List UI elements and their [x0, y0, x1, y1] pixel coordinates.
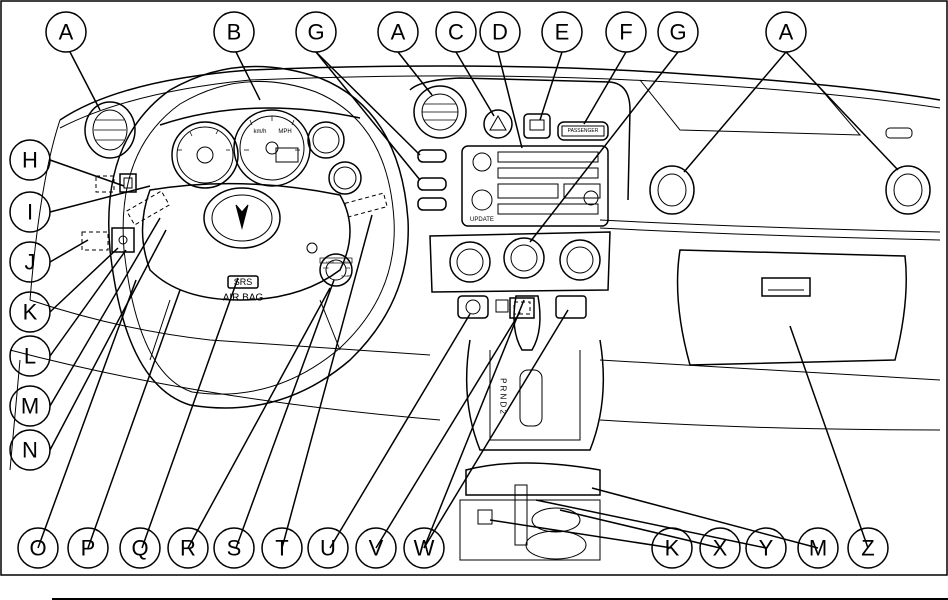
climate-controls	[429, 231, 611, 293]
hazard-switch	[483, 109, 513, 139]
radio-unit: UPDATE	[461, 145, 609, 227]
steering-wheel: SRS AIR BAG	[108, 65, 409, 409]
svg-text:K: K	[665, 536, 680, 561]
left-dash-switches	[81, 173, 137, 253]
callout-K-left: K	[9, 291, 51, 333]
svg-text:E: E	[555, 20, 570, 45]
svg-text:F: F	[619, 20, 632, 45]
callout-G-right: G	[657, 11, 699, 53]
callout-R: R	[167, 527, 209, 569]
callout-G-left: G	[295, 11, 337, 53]
center-console	[459, 462, 601, 561]
callout-N: N	[9, 429, 51, 471]
svg-text:N: N	[22, 438, 38, 463]
gear-shifter: P R N D 2	[465, 295, 605, 451]
svg-text:START: START	[341, 274, 351, 278]
svg-text:LOCK: LOCK	[326, 260, 334, 264]
callout-V: V	[355, 527, 397, 569]
glovebox	[676, 249, 907, 366]
callout-Z: Z	[847, 527, 889, 569]
callout-X: X	[699, 527, 741, 569]
callout-Q: Q	[119, 527, 161, 569]
svg-text:J: J	[25, 250, 36, 275]
svg-text:B: B	[227, 20, 242, 45]
svg-text:Z: Z	[861, 536, 874, 561]
ignition-switch: LOCK ACC ON START OFF	[306, 242, 353, 287]
svg-text:K: K	[23, 300, 38, 325]
left-vent	[84, 101, 136, 159]
callout-L: L	[9, 335, 51, 377]
callout-B: B	[213, 11, 255, 53]
callout-K-right: K	[651, 527, 693, 569]
svg-text:MPH: MPH	[278, 129, 291, 135]
svg-text:A: A	[391, 20, 406, 45]
svg-text:G: G	[307, 20, 324, 45]
instrument-cluster: MPH km/h	[159, 107, 362, 195]
callout-M-left: M	[9, 385, 51, 427]
center-vent	[409, 77, 631, 201]
callout-Y: Y	[745, 527, 787, 569]
callout-S: S	[213, 527, 255, 569]
callout-P: P	[67, 527, 109, 569]
svg-text:X: X	[713, 536, 728, 561]
svg-text:T: T	[275, 536, 288, 561]
svg-text:Q: Q	[131, 536, 148, 561]
dashboard-outline	[9, 65, 941, 471]
svg-text:V: V	[369, 536, 384, 561]
svg-text:A: A	[59, 20, 74, 45]
svg-text:U: U	[320, 536, 336, 561]
right-vents	[649, 127, 931, 215]
callout-D: D	[479, 11, 521, 53]
svg-text:W: W	[414, 536, 435, 561]
cluster-tick-marks	[178, 116, 300, 151]
svg-text:Y: Y	[759, 536, 774, 561]
callout-O: O	[17, 527, 59, 569]
svg-text:P R N D 2: P R N D 2	[499, 378, 508, 414]
callout-A-right: A	[765, 11, 807, 53]
svg-text:H: H	[22, 148, 38, 173]
svg-text:A: A	[779, 20, 794, 45]
svg-text:O: O	[29, 536, 46, 561]
callout-F: F	[605, 11, 647, 53]
svg-text:PASSENGER: PASSENGER	[568, 128, 599, 134]
callout-M-right: M	[797, 527, 839, 569]
svg-text:S: S	[227, 536, 242, 561]
cluster-side-switches	[417, 149, 447, 211]
callout-A-center: A	[377, 11, 419, 53]
callout-W: W	[403, 527, 445, 569]
svg-text:L: L	[24, 344, 36, 369]
svg-text:P: P	[81, 536, 96, 561]
svg-text:ACC: ACC	[343, 260, 350, 264]
svg-text:UPDATE: UPDATE	[470, 217, 494, 223]
callout-T: T	[261, 527, 303, 569]
callout-C: C	[435, 11, 477, 53]
svg-text:km/h: km/h	[253, 129, 266, 135]
callout-H: H	[9, 139, 51, 181]
svg-text:SRS: SRS	[234, 277, 253, 287]
lower-console-switches	[457, 295, 587, 319]
callout-U: U	[307, 527, 349, 569]
svg-text:R: R	[180, 536, 196, 561]
passenger-airbag-indicator: PASSENGER	[557, 121, 609, 141]
svg-text:I: I	[27, 200, 33, 225]
leader-lines	[37, 51, 899, 549]
svg-text:M: M	[809, 536, 827, 561]
svg-text:ON: ON	[346, 266, 351, 270]
callout-I: I	[9, 191, 51, 233]
diagram-border	[0, 0, 948, 576]
svg-text:M: M	[21, 394, 39, 419]
svg-text:G: G	[669, 20, 686, 45]
svg-text:AIR BAG: AIR BAG	[223, 293, 264, 304]
svg-text:C: C	[448, 20, 464, 45]
callout-E: E	[541, 11, 583, 53]
callout-A-top-left: A	[45, 11, 87, 53]
svg-text:D: D	[492, 20, 508, 45]
callout-J: J	[9, 241, 51, 283]
svg-text:OFF: OFF	[323, 266, 329, 270]
rear-defog-switch	[523, 113, 551, 139]
